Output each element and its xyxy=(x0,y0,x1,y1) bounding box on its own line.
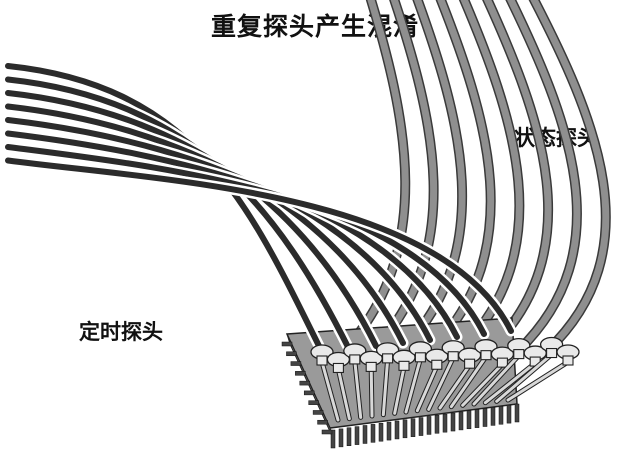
probe-collar xyxy=(316,355,328,366)
chip-pin xyxy=(402,419,408,439)
probe-clip xyxy=(460,346,515,408)
probe-clip xyxy=(326,351,352,422)
probe-shaft xyxy=(336,367,351,421)
chip-pin xyxy=(308,400,319,405)
probe-clip xyxy=(448,339,498,410)
state-probe-cables xyxy=(340,0,611,355)
chip-pin xyxy=(338,428,344,448)
state-cable xyxy=(483,0,552,354)
chip-pin xyxy=(370,424,376,443)
chip-pin xyxy=(410,418,416,437)
chip-pin xyxy=(312,410,324,415)
chip-pin xyxy=(346,427,352,446)
chip-pin xyxy=(498,406,504,425)
chip-pin xyxy=(362,425,368,444)
chip-pin xyxy=(295,371,306,376)
timing-probe-cables xyxy=(2,60,517,358)
probe-shaft xyxy=(506,360,570,402)
probe-collar xyxy=(464,358,476,369)
chip-pin xyxy=(317,419,328,425)
probe-clips xyxy=(310,336,580,423)
probe-clip xyxy=(375,342,400,418)
chip-pin xyxy=(290,361,302,366)
probe-collar xyxy=(398,360,410,371)
probe-shaft xyxy=(483,361,537,405)
chip-pin xyxy=(418,417,424,436)
probe-clip xyxy=(426,340,465,412)
probe-collar xyxy=(382,353,394,364)
chip-pin xyxy=(434,415,440,434)
probe-clip xyxy=(494,336,564,404)
timing-cable xyxy=(5,157,514,334)
state-cable xyxy=(341,0,409,354)
probe-clip xyxy=(310,344,341,423)
chip-pin xyxy=(474,409,480,428)
probe-clip xyxy=(437,347,482,411)
probe-collar xyxy=(431,359,443,370)
chip-pin xyxy=(281,341,293,347)
probe-shaft xyxy=(381,358,390,417)
timing-probes-label: 定时探头 xyxy=(79,320,163,344)
probe-shaft xyxy=(369,366,374,418)
probe-shaft xyxy=(415,364,439,413)
probe-shaft xyxy=(404,357,422,414)
probe-collar xyxy=(414,352,426,363)
chip-pin xyxy=(378,422,384,442)
chip-pin xyxy=(286,351,297,357)
probe-shaft xyxy=(472,354,521,406)
probe-shaft xyxy=(438,363,472,410)
probe-collar xyxy=(365,361,377,372)
chip-pin xyxy=(514,403,520,423)
chip-pin xyxy=(466,410,472,430)
chip-pin xyxy=(458,411,464,431)
probe-collar xyxy=(513,349,525,360)
chip-pin xyxy=(506,404,512,424)
chip-pin xyxy=(303,390,315,396)
probe-collar xyxy=(349,354,361,365)
chip-pin xyxy=(330,429,336,449)
probe-clip xyxy=(482,345,547,406)
chip-pin xyxy=(394,420,400,440)
probe-clip xyxy=(471,337,531,407)
probe-clip xyxy=(359,350,383,419)
probe-shaft xyxy=(495,353,554,403)
chip-pin xyxy=(450,412,456,432)
probe-collar xyxy=(332,362,344,374)
probe-clip xyxy=(343,343,367,420)
chip-pin xyxy=(321,429,333,435)
probe-collar xyxy=(480,350,492,361)
probe-shaft xyxy=(461,362,504,407)
probe-clip xyxy=(505,344,580,403)
state-cable xyxy=(530,0,610,354)
chip-pin xyxy=(386,421,392,441)
probe-shaft xyxy=(449,355,488,409)
probe-clip xyxy=(392,349,416,416)
probe-clip xyxy=(414,348,449,414)
probe-clip xyxy=(403,341,433,415)
probe-collar xyxy=(496,357,508,368)
probe-shaft xyxy=(320,360,340,422)
probe-shaft xyxy=(353,359,363,419)
probe-collar xyxy=(562,355,574,366)
probe-collar xyxy=(546,347,558,359)
chip-pin xyxy=(490,407,496,426)
chip-pin xyxy=(299,380,311,386)
chip-pin xyxy=(482,408,488,427)
chip-pin xyxy=(354,426,360,445)
probe-collar xyxy=(447,351,459,362)
state-cable xyxy=(506,0,581,354)
chip-pin xyxy=(426,416,432,435)
probe-shaft xyxy=(393,365,406,415)
probe-shaft xyxy=(427,356,455,411)
chip-pin xyxy=(442,413,448,433)
